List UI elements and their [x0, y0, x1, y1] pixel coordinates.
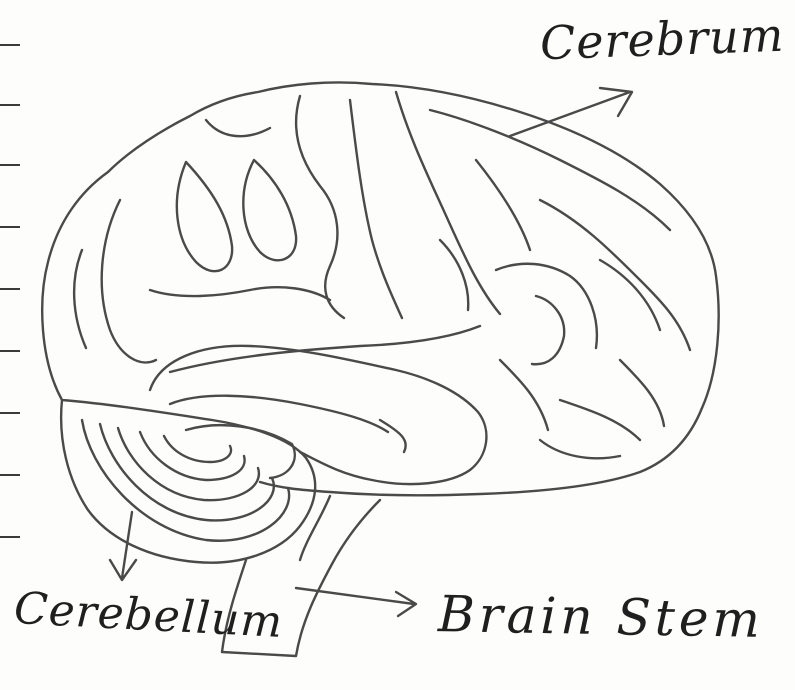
- brain-stem-edge: [300, 496, 330, 560]
- parietal-fold: [430, 110, 670, 230]
- postcentral-sulcus: [396, 92, 500, 314]
- cerebrum-label: Cerebrum: [539, 8, 785, 70]
- frontal-gyrus: [102, 200, 156, 362]
- precentral-sulcus: [296, 96, 344, 318]
- brain-stem-label: Brain Stem: [438, 585, 765, 649]
- occipital-fold: [500, 360, 548, 430]
- central-sulcus: [350, 100, 402, 318]
- lateral-fissure: [170, 326, 480, 372]
- temporal-fold: [380, 420, 406, 452]
- frontal-gyrus: [150, 287, 330, 300]
- occipital-fold: [540, 440, 620, 458]
- temporal-lobe: [150, 346, 486, 484]
- parietal-fold: [496, 264, 597, 348]
- frontal-gyrus: [243, 160, 296, 260]
- cerebellum-fold: [100, 424, 274, 520]
- occipital-fold: [560, 400, 640, 440]
- cerebellum-fold: [164, 436, 231, 462]
- parietal-fold: [440, 240, 468, 310]
- frontal-gyrus: [74, 250, 86, 348]
- frontal-gyrus: [206, 120, 270, 136]
- cerebrum-outline: [42, 82, 718, 495]
- parietal-fold: [476, 160, 530, 250]
- occipital-fold: [620, 360, 664, 426]
- parietal-fold: [540, 200, 690, 350]
- parietal-fold: [532, 296, 564, 364]
- frontal-gyrus: [177, 162, 232, 271]
